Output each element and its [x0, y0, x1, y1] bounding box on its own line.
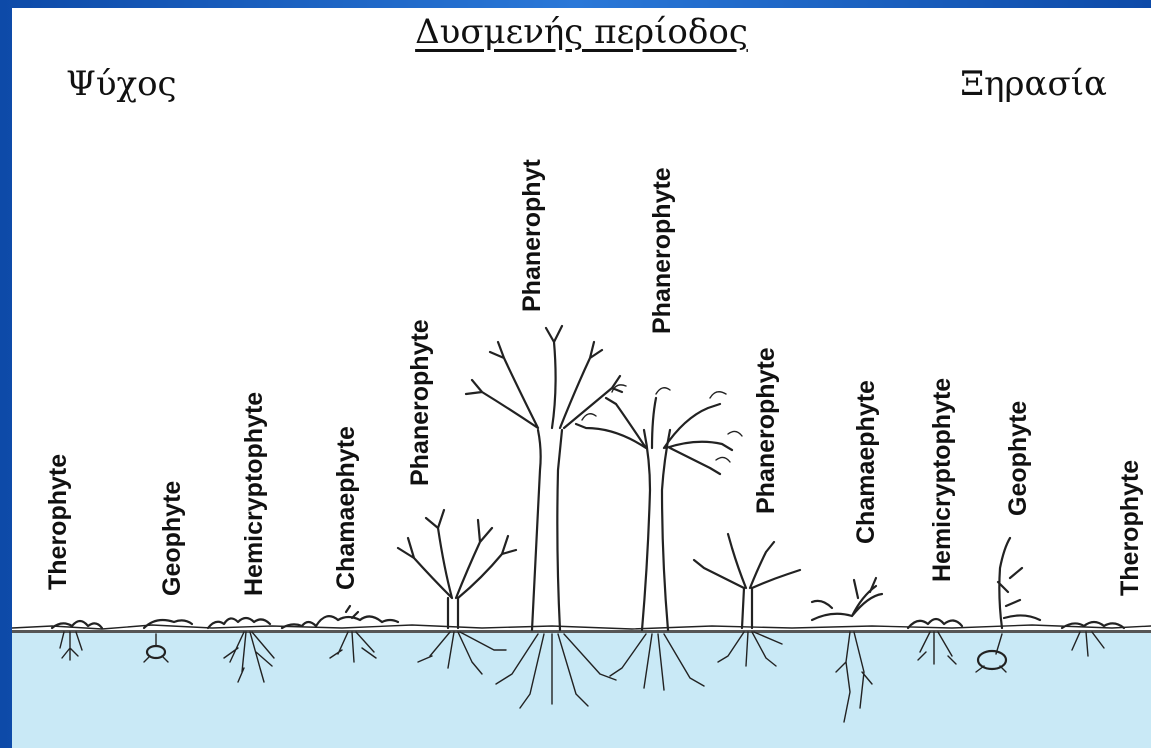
plant-drawings [12, 8, 1151, 748]
chamaephyte-plant-right [812, 578, 882, 722]
geophyte-plant-right [976, 538, 1040, 672]
phanerophyte-tree-leafy [576, 385, 742, 690]
hemicryptophyte-plant-right [908, 619, 962, 664]
phanerophyte-tree-bare [466, 326, 622, 708]
chamaephyte-plant [282, 606, 398, 662]
phanerophyte-shrub-right [694, 534, 800, 666]
phanerophyte-shrub [398, 510, 516, 674]
ground-litter [12, 625, 1151, 629]
diagram-panel: Δυσμενής περίοδος Ψύχος Ξηρασία Therophy… [12, 8, 1151, 748]
